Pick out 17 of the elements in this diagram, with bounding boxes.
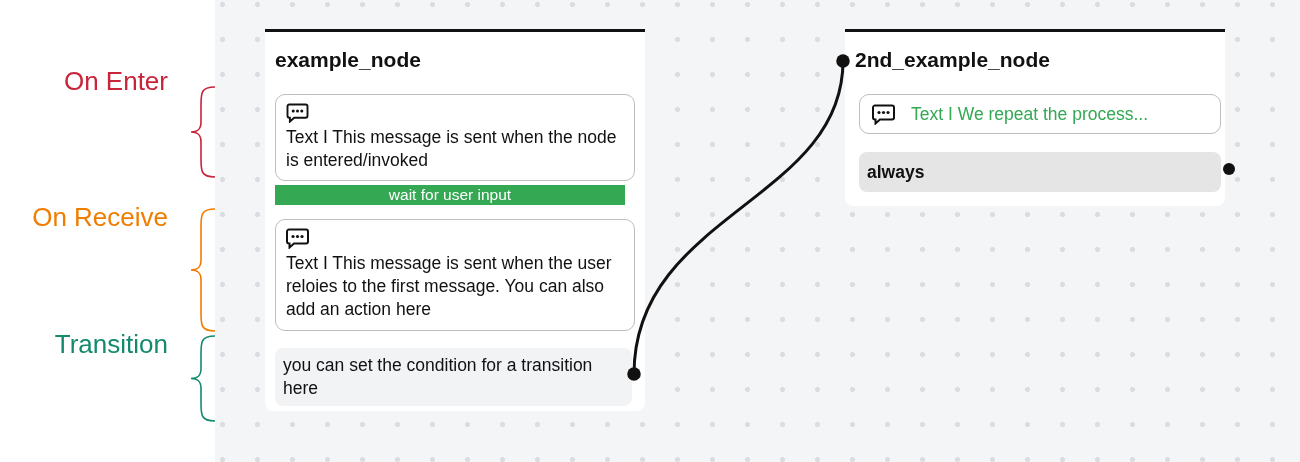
node-title: example_node: [275, 48, 421, 72]
section-label: On Receive: [31, 201, 168, 234]
message-text: Text I We repeat the process...: [911, 102, 1148, 126]
condition-box: you can set the condition for a transition here: [275, 348, 632, 406]
connector: [627, 54, 850, 381]
message-text: Text I This message is sent when the node is entered/invoked: [286, 126, 618, 172]
section-label: On Enter: [62, 65, 168, 98]
message-box: [275, 219, 635, 331]
message-box: [859, 94, 1221, 134]
section-label: Transition: [53, 328, 168, 361]
condition-box: always: [859, 152, 1221, 192]
node-card: [265, 29, 645, 411]
node-title: 2nd_example_node: [855, 48, 1050, 72]
status-bar: wait for user input: [275, 185, 625, 205]
message-box: [275, 94, 635, 181]
message-text: Text I This message is sent when the user reloies to the first message. You can also add an action here: [286, 252, 613, 321]
node-card: [845, 29, 1225, 206]
